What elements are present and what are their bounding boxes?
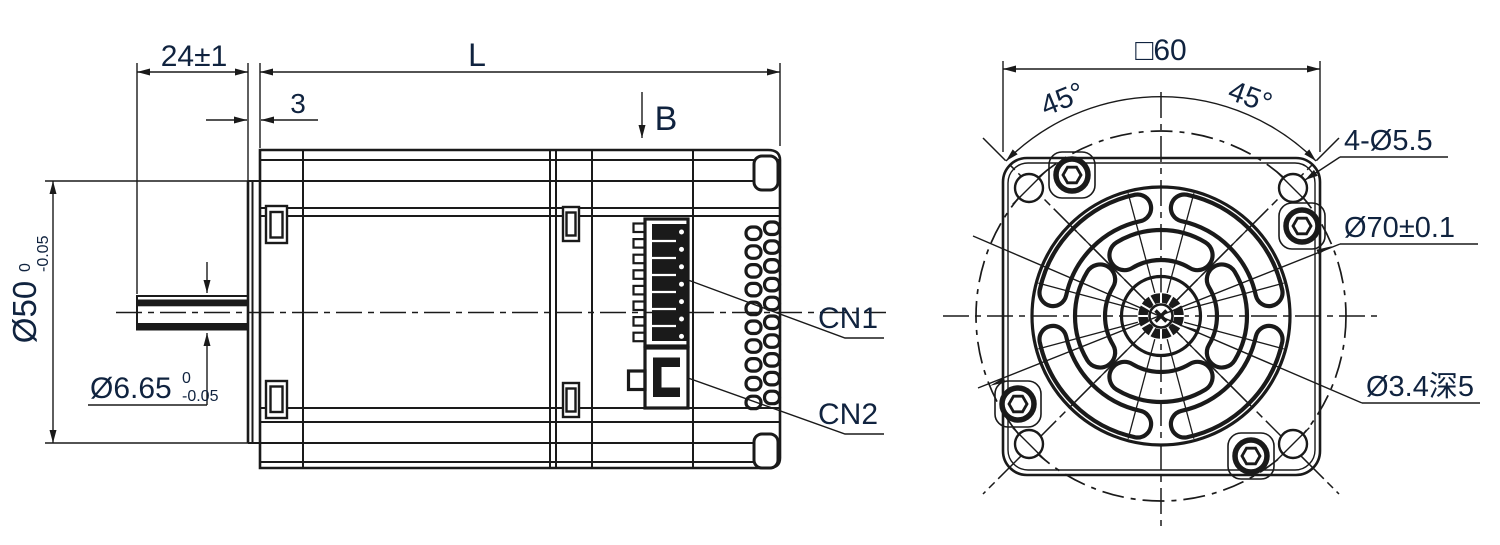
cn2-label: CN2 bbox=[818, 398, 878, 431]
bolt-circle-text: Ø70±0.1 bbox=[1344, 212, 1455, 244]
assembly-screws bbox=[994, 151, 1326, 480]
rear-lug-top bbox=[752, 154, 780, 192]
view-b-label: B bbox=[655, 100, 678, 138]
rear-lug-bottom bbox=[752, 432, 780, 470]
pilot-tol-upper: 0 bbox=[17, 263, 34, 272]
shaft-tol-lower: -0.05 bbox=[182, 388, 219, 405]
mounting-slots bbox=[264, 204, 581, 420]
pilot-tol-lower: -0.05 bbox=[35, 235, 52, 272]
cn2-leader bbox=[687, 377, 884, 435]
dim-shaft-length: 24±1 bbox=[136, 40, 249, 294]
cn1-label: CN1 bbox=[818, 302, 878, 335]
heatsink-fins bbox=[744, 220, 782, 411]
dim-pilot-dia: Ø50 0 -0.05 bbox=[6, 180, 250, 444]
flange-size-text: □60 bbox=[1135, 34, 1187, 67]
hub-spokes bbox=[1123, 278, 1199, 354]
shaft-tol-upper: 0 bbox=[182, 370, 191, 387]
bolt-circle bbox=[975, 130, 1347, 502]
shaft-end bbox=[1137, 292, 1185, 340]
dim-shaft-dia: Ø6.65 0 -0.05 bbox=[88, 262, 219, 406]
dim-mount-holes: 4-Ø5.5 bbox=[1304, 125, 1448, 181]
face-outer-circle bbox=[1030, 185, 1292, 447]
angle-left-text: 45° bbox=[1036, 77, 1089, 123]
face-cooling-slots bbox=[1037, 192, 1285, 440]
shaft-length-text: 24±1 bbox=[161, 40, 228, 73]
dim-flange-size: □60 bbox=[1002, 34, 1321, 152]
boss-depth-text: 3 bbox=[290, 88, 306, 119]
front-view: □60 45° 45° 4-Ø5.5 Ø70±0.1 Ø3.4深5 bbox=[943, 34, 1480, 528]
hub-circle bbox=[1119, 274, 1203, 358]
dim-body-length: L bbox=[259, 37, 781, 148]
dim-bolt-circle: Ø70±0.1 bbox=[977, 212, 1478, 389]
mounting-holes bbox=[1012, 171, 1310, 461]
dim-center-hole: Ø3.4深5 bbox=[972, 235, 1480, 404]
pilot-dia-text: Ø50 bbox=[6, 281, 43, 343]
mount-holes-text: 4-Ø5.5 bbox=[1344, 125, 1433, 157]
dim-boss-depth: 3 bbox=[206, 88, 318, 124]
cn2-connector bbox=[626, 346, 690, 410]
motor-body bbox=[248, 148, 782, 470]
center-hole-text: Ø3.4深5 bbox=[1366, 371, 1474, 403]
cn1-leader bbox=[687, 279, 884, 339]
angle-right-text: 45° bbox=[1224, 75, 1276, 120]
body-length-text: L bbox=[468, 37, 486, 73]
side-view: CN1 CN2 B 24±1 L 3 bbox=[6, 37, 886, 470]
cn1-connector bbox=[632, 217, 690, 348]
shaft-dia-text: Ø6.65 bbox=[90, 372, 172, 405]
